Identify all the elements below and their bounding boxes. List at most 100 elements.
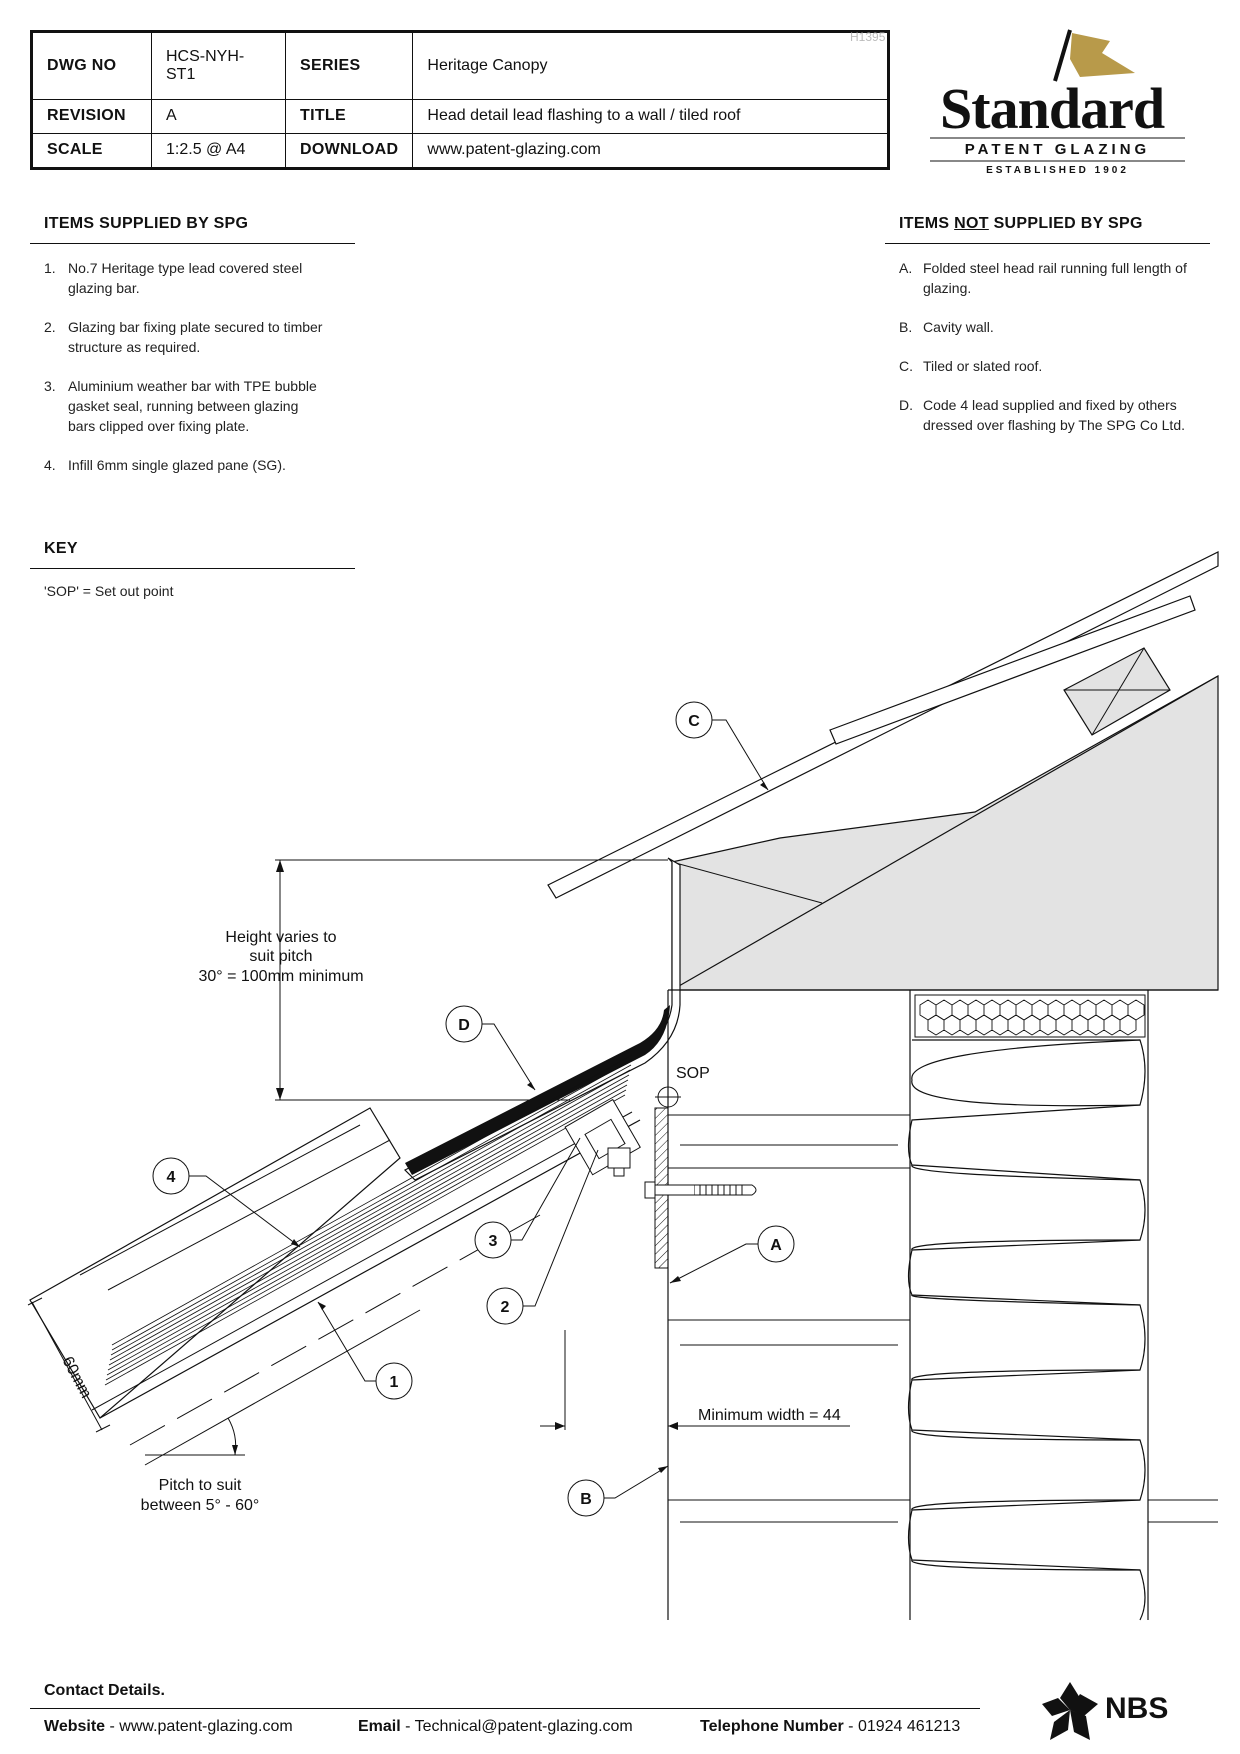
nbs-text: NBS — [1105, 1692, 1169, 1725]
callout-4: 4 — [152, 1157, 301, 1248]
height-dimension — [275, 859, 668, 1101]
fixing-screw — [644, 1181, 757, 1199]
key-section: KEY 'SOP' = Set out point — [30, 540, 355, 601]
separator: - — [405, 1718, 411, 1735]
dwg-no-value: HCS-NYH-ST1 — [151, 32, 286, 100]
callout-1: 1 — [317, 1301, 413, 1400]
reference-code: H1395 — [850, 30, 886, 44]
callout-3: 3 — [474, 1137, 581, 1259]
item-text: Tiled or slated roof. — [923, 358, 1043, 374]
title-value: Head detail lead flashing to a wall / ti… — [412, 98, 888, 134]
scale-value: 1:2.5 @ A4 — [151, 132, 286, 169]
heading-not: NOT — [954, 215, 989, 232]
item-letter: D. — [899, 397, 913, 413]
item-letter: C. — [899, 358, 913, 374]
dim-60-line — [31, 1301, 103, 1431]
item-letter: A. — [899, 260, 913, 276]
not-supplied-section: ITEMS NOT SUPPLIED BY SPG A. Folded steel… — [885, 215, 1210, 454]
email-label: Email — [358, 1718, 401, 1735]
callout-b-label: B — [580, 1491, 592, 1508]
phone-number: 01924 461213 — [857, 1718, 961, 1735]
email-link[interactable]: Technical@patent-glazing.com — [414, 1718, 633, 1735]
lead-flashing-d — [405, 1005, 670, 1175]
supplied-section: ITEMS SUPPLIED BY SPG 1. No.7 Heritage ty… — [30, 215, 355, 494]
logo-subtitle: PATENT GLAZING — [930, 137, 1185, 162]
heading-part: SUPPLIED BY SPG — [988, 215, 1143, 232]
logo-established: ESTABLISHED 1902 — [986, 165, 1129, 176]
supplied-heading: ITEMS SUPPLIED BY SPG — [30, 215, 355, 244]
standard-logo: Standard PATENT GLAZING ESTABLISHED 1902 — [930, 25, 1190, 185]
phone-row: Telephone Number - 01924 461213 — [700, 1718, 960, 1736]
list-item: A. Folded steel head rail running full le… — [899, 258, 1189, 298]
item-text: Code 4 lead supplied and fixed by others… — [923, 397, 1185, 433]
height-note-line-1: Height varies to — [225, 929, 336, 946]
not-supplied-list: A. Folded steel head rail running full le… — [885, 258, 1189, 435]
list-item: 4. Infill 6mm single glazed pane (SG). — [44, 455, 324, 475]
list-item: C. Tiled or slated roof. — [899, 356, 1189, 376]
list-item: 3. Aluminium weather bar with TPE bubble … — [44, 376, 324, 436]
series-label: SERIES — [284, 32, 414, 100]
item-number: 1. — [44, 260, 56, 276]
item-text: Glazing bar fixing plate secured to timb… — [68, 319, 323, 355]
nbs-logo: NBS — [1040, 1680, 1200, 1750]
revision-label: REVISION — [32, 98, 152, 134]
heading-part: ITEMS — [899, 215, 955, 232]
callout-b: B — [567, 1465, 669, 1517]
callout-d: D — [445, 1005, 536, 1091]
roof-diagonal — [671, 861, 823, 904]
separator: - — [109, 1718, 115, 1735]
logo-wordmark: Standard — [940, 76, 1165, 141]
list-item: 2. Glazing bar fixing plate secured to ti… — [44, 317, 324, 357]
item-text: Folded steel head rail running full leng… — [923, 260, 1187, 296]
not-supplied-heading: ITEMS NOT SUPPLIED BY SPG — [885, 215, 1210, 244]
separator: - — [848, 1718, 854, 1735]
callout-3-label: 3 — [489, 1233, 498, 1250]
key-text: 'SOP' = Set out point — [44, 583, 174, 599]
callout-2: 2 — [486, 1149, 599, 1325]
roof-tile-upper — [829, 595, 1196, 745]
height-note-line-3: 30° = 100mm minimum — [198, 968, 363, 985]
title-label: TITLE — [284, 98, 414, 134]
callout-a-label: A — [770, 1237, 782, 1254]
item-number: 3. — [44, 378, 56, 394]
email-row: Email - Technical@patent-glazing.com — [358, 1718, 633, 1736]
callout-2-label: 2 — [501, 1299, 510, 1316]
sop-label: SOP — [676, 1065, 710, 1082]
fixing-plate-bracket — [564, 1098, 641, 1177]
phone-label: Telephone Number — [700, 1718, 844, 1735]
item-text: Infill 6mm single glazed pane (SG). — [68, 457, 286, 473]
callout-a: A — [669, 1225, 795, 1284]
key-heading: KEY — [30, 540, 355, 569]
scale-label: SCALE — [32, 132, 152, 169]
pitch-note-line-2: between 5° - 60° — [141, 1497, 260, 1514]
supplied-list: 1. No.7 Heritage type lead covered steel … — [30, 258, 324, 475]
item-number: 4. — [44, 457, 56, 473]
min-width-label: Minimum width = 44 — [698, 1407, 841, 1424]
callout-4-label: 4 — [167, 1169, 176, 1186]
flag-icon — [1053, 29, 1135, 82]
head-detail-drawing: SOP Height varies to suit pitch 30° = 10… — [27, 551, 1219, 1621]
website-row: Website - www.patent-glazing.com — [44, 1718, 293, 1736]
pitch-note-line-1: Pitch to suit — [159, 1477, 242, 1494]
website-label: Website — [44, 1718, 106, 1735]
item-text: No.7 Heritage type lead covered steel gl… — [68, 260, 303, 296]
contact-title: Contact Details. — [44, 1682, 165, 1699]
footer-divider — [30, 1708, 980, 1709]
list-item: D. Code 4 lead supplied and fixed by othe… — [899, 395, 1189, 435]
glazing-bar-assembly — [29, 1054, 641, 1466]
item-text: Cavity wall. — [923, 319, 994, 335]
item-text: Aluminium weather bar with TPE bubble ga… — [68, 378, 317, 434]
dwg-no-label: DWG NO — [32, 32, 152, 100]
item-number: 2. — [44, 319, 56, 335]
item-letter: B. — [899, 319, 913, 335]
lead-upstand — [403, 857, 681, 1181]
download-label: DOWNLOAD — [284, 132, 414, 169]
callout-1-label: 1 — [390, 1374, 399, 1391]
height-note-line-2: suit pitch — [249, 948, 312, 965]
list-item: 1. No.7 Heritage type lead covered steel … — [44, 258, 324, 298]
website-link[interactable]: www.patent-glazing.com — [119, 1718, 293, 1735]
callout-c-label: C — [688, 713, 700, 730]
title-block: DWG NO HCS-NYH-ST1 SERIES Heritage Canop… — [30, 30, 890, 170]
list-item: B. Cavity wall. — [899, 317, 1189, 337]
download-link[interactable]: www.patent-glazing.com — [412, 132, 888, 169]
